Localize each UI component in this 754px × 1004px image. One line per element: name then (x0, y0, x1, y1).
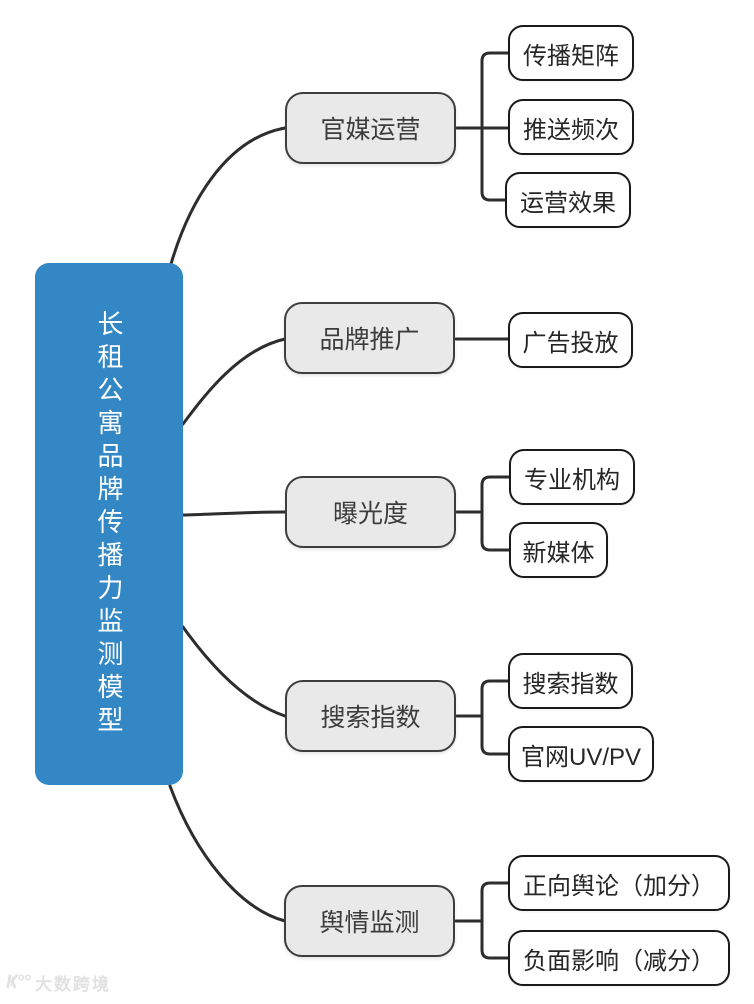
child-push-frequency[interactable]: 推送频次 (508, 99, 634, 155)
edge-root-branch2 (181, 337, 287, 426)
edge-b5-top (480, 881, 510, 923)
edge-b1-top (480, 51, 510, 130)
root-topic[interactable]: 长租公寓品牌传播力监测模型 (35, 263, 183, 785)
child-communication-matrix[interactable]: 传播矩阵 (508, 25, 634, 81)
edge-root-branch4 (181, 625, 287, 718)
edge-root-branch5 (168, 784, 287, 923)
edge-b1-bot (480, 126, 507, 202)
edge-root-branch3 (181, 510, 287, 517)
branch-official-media-ops[interactable]: 官媒运营 (285, 92, 456, 164)
dashu-logo-icon: Ҝ°° (6, 971, 31, 993)
child-ad-placement[interactable]: 广告投放 (508, 312, 633, 368)
edge-b3-top (480, 475, 511, 514)
edge-root-branch1 (169, 126, 287, 266)
branch-exposure[interactable]: 曝光度 (285, 476, 456, 548)
watermark: Ҝ°° 大数跨境 (6, 970, 111, 995)
root-topic-label: 长租公寓品牌传播力监测模型 (94, 309, 124, 739)
child-positive-opinion-bonus[interactable]: 正向舆论（加分） (508, 855, 730, 911)
branch-sentiment-monitoring[interactable]: 舆情监测 (284, 885, 455, 957)
branch-search-index[interactable]: 搜索指数 (285, 680, 456, 752)
child-new-media[interactable]: 新媒体 (509, 522, 608, 578)
branch-brand-promotion[interactable]: 品牌推广 (284, 302, 455, 374)
child-search-index[interactable]: 搜索指数 (508, 653, 633, 709)
edge-b4-bot (480, 714, 510, 756)
edge-b3-bot (480, 510, 511, 552)
watermark-text: 大数跨境 (34, 975, 111, 994)
edge-b4-top (480, 679, 510, 718)
edge-b5-bot (480, 919, 510, 960)
child-negative-impact-penalty[interactable]: 负面影响（减分） (508, 930, 730, 986)
child-professional-orgs[interactable]: 专业机构 (509, 449, 635, 505)
child-site-uv-pv[interactable]: 官网UV/PV (508, 726, 654, 782)
child-operation-effect[interactable]: 运营效果 (505, 172, 631, 228)
